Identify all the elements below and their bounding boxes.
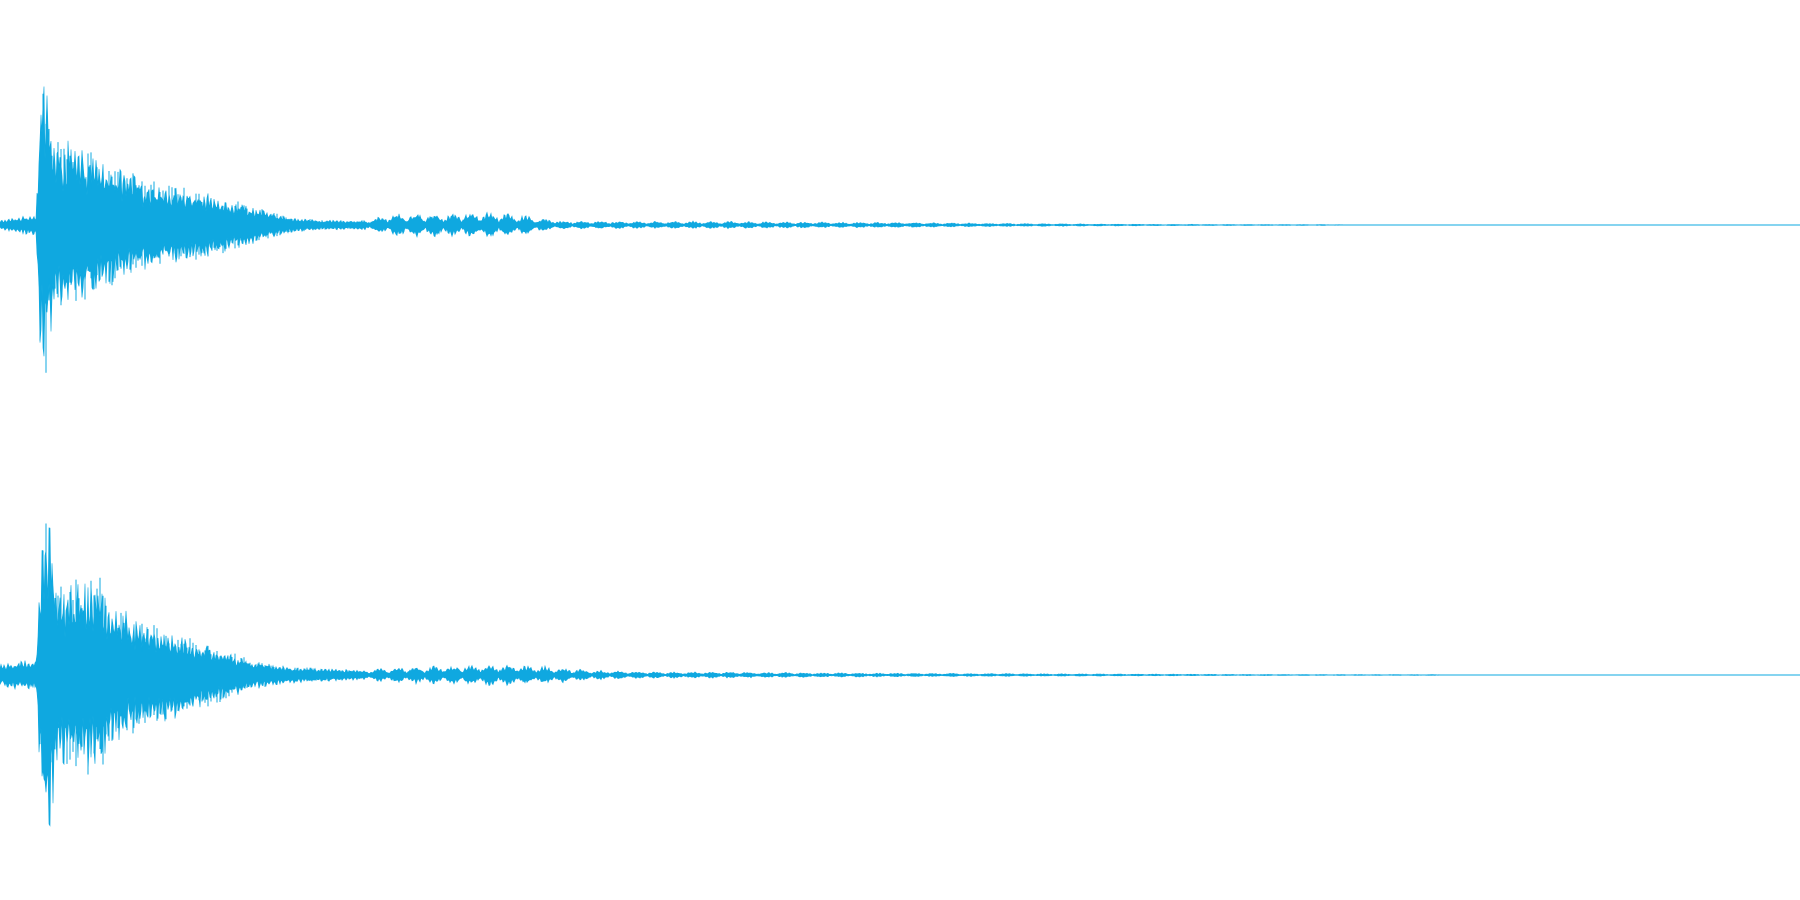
channel-2-waveform: [0, 523, 1800, 827]
channel-1-waveform: [0, 86, 1800, 373]
